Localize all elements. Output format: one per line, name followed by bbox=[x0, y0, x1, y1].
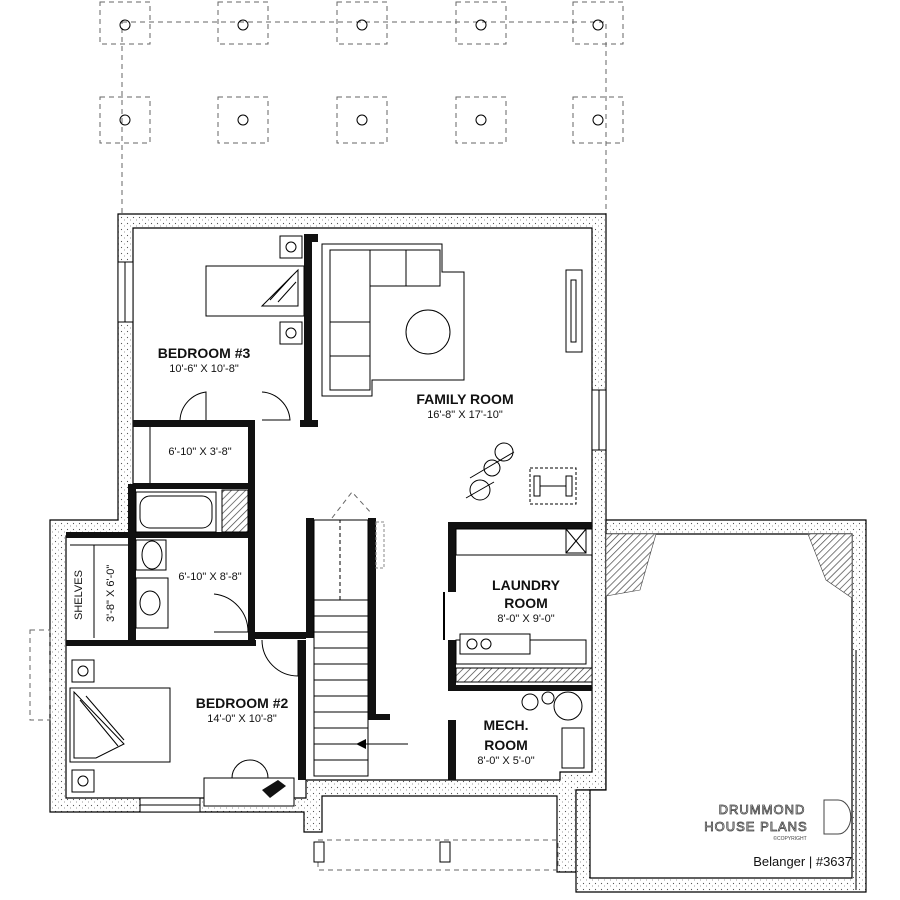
front-porch bbox=[313, 839, 559, 871]
family-room-furniture bbox=[321, 243, 583, 505]
windows bbox=[117, 261, 607, 813]
mech-dims: 8'-0" X 5'-0" bbox=[477, 755, 534, 767]
plan-label: Belanger | #3637 bbox=[753, 854, 852, 869]
deck bbox=[99, 1, 624, 215]
mech-label-1: MECH. bbox=[483, 717, 528, 733]
shelves-dims: 3'-8" X 6'-0" bbox=[105, 565, 117, 622]
room-labels: BEDROOM #3 10'-6" X 10'-8" FAMILY ROOM 1… bbox=[73, 345, 561, 767]
shelves-label: SHELVES bbox=[73, 570, 85, 620]
bedroom2-dims: 14'-0" X 10'-8" bbox=[207, 713, 277, 725]
mech-fixtures bbox=[521, 691, 585, 769]
bedroom2-label: BEDROOM #2 bbox=[196, 695, 289, 711]
shelves-area bbox=[70, 544, 128, 638]
exercise-equipment bbox=[465, 442, 577, 505]
bedroom3-label: BEDROOM #3 bbox=[158, 345, 251, 361]
stairs bbox=[313, 491, 408, 777]
interior-walls bbox=[66, 234, 592, 780]
garage bbox=[575, 519, 867, 893]
laundry-label-1: LAUNDRY bbox=[492, 577, 561, 593]
brand-copyright: ©COPYRIGHT bbox=[773, 835, 806, 842]
bedroom3-dims: 10'-6" X 10'-8" bbox=[169, 363, 239, 375]
closet-dims: 6'-10" X 3'-8" bbox=[168, 446, 231, 458]
deck-posts bbox=[99, 1, 624, 144]
brand-line2: HOUSE PLANS bbox=[704, 819, 807, 834]
bath-dims: 6'-10" X 8'-8" bbox=[178, 571, 241, 583]
family-room-label: FAMILY ROOM bbox=[416, 391, 513, 407]
left-bay-window bbox=[29, 629, 51, 721]
bedroom3-furniture bbox=[149, 235, 305, 483]
brand-line1: DRUMMOND bbox=[719, 802, 806, 817]
brand-logo: DRUMMOND HOUSE PLANS ©COPYRIGHT bbox=[704, 799, 852, 842]
laundry-dims: 8'-0" X 9'-0" bbox=[497, 613, 554, 625]
family-room-dims: 16'-8" X 17'-10" bbox=[427, 409, 503, 421]
bath-fixtures bbox=[135, 489, 249, 633]
laundry-label-2: ROOM bbox=[504, 595, 548, 611]
mech-label-2: ROOM bbox=[484, 737, 528, 753]
laundry-fixtures bbox=[443, 528, 593, 683]
bedroom2-furniture bbox=[69, 639, 299, 807]
